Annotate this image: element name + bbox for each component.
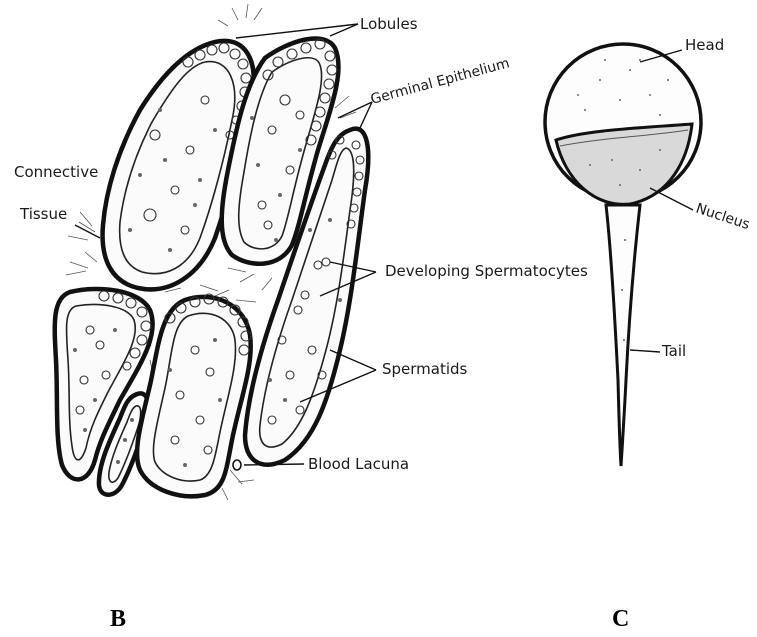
panel-letter-b: B [110, 606, 126, 632]
label-head: Head [685, 36, 724, 54]
label-tail: Tail [661, 342, 686, 360]
label-nucleus: Nucleus [694, 201, 752, 233]
blood-lacuna-shape [233, 460, 241, 470]
label-spermatids: Spermatids [382, 360, 468, 378]
sperm-tail-shape [606, 205, 640, 466]
label-developing-spermatocytes: Developing Spermatocytes [385, 262, 588, 280]
testis-section-drawing [55, 4, 369, 500]
label-lobules: Lobules [360, 15, 418, 33]
label-connective: Connective [14, 163, 98, 181]
label-germinal-epithelium: Germinal Epithelium [369, 55, 511, 108]
sperm-drawing [545, 44, 701, 466]
panel-letter-c: C [612, 606, 629, 632]
label-blood-lacuna: Blood Lacuna [308, 455, 409, 473]
label-tissue: Tissue [19, 205, 67, 223]
sperm-nucleus-shape [556, 124, 692, 204]
